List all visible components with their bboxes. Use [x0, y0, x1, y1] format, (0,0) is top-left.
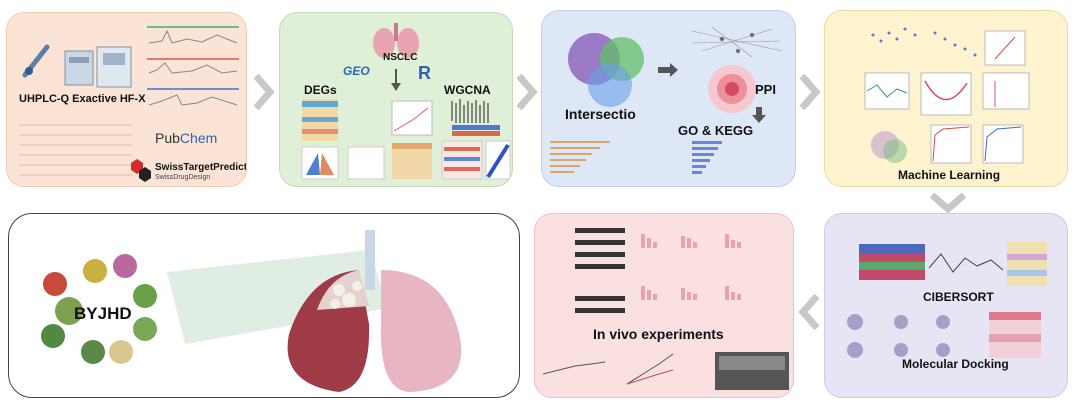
panel-disease-targets: NSCLC GEO R DEGs WGCNA	[279, 12, 513, 187]
venn-diagram	[568, 33, 644, 107]
go-kegg-label: GO & KEGG	[678, 123, 754, 138]
swissdrugdesign-label: SwissDrugDesign	[155, 174, 211, 181]
tumor-cluster	[330, 281, 362, 309]
nsclc-label: NSCLC	[383, 52, 418, 63]
panel5-graphics	[847, 242, 1047, 358]
lasso-plot	[871, 27, 917, 43]
arrow-down	[929, 192, 967, 214]
chromatogram-plots	[147, 26, 239, 106]
panel2-graphics	[301, 23, 511, 180]
panel-machine-learning: Machine Learning	[824, 10, 1068, 187]
scatter-correlation	[485, 140, 511, 180]
volcano-plot	[301, 146, 339, 180]
degs-label: DEGs	[304, 83, 337, 97]
cibersort-heatmap	[859, 244, 925, 280]
swisstarget-label: SwissTargetPrediction	[155, 162, 247, 173]
panel1-graphics	[19, 26, 239, 182]
panel3-graphics	[550, 26, 783, 174]
r-logo: R	[418, 63, 431, 83]
mass-spectrometer-icon	[64, 46, 132, 88]
herb-icon	[81, 340, 105, 364]
panel7-graphics	[41, 230, 462, 392]
down-arrow-icon	[391, 69, 401, 91]
pipette-icon	[22, 44, 50, 78]
panel-network-analysis: Intersectio PPI GO & KEGG	[541, 10, 796, 187]
machine-learning-label: Machine Learning	[898, 168, 1001, 182]
panel-immune-docking: CIBERSORT Molecular Docking	[824, 213, 1068, 398]
panel4-graphics	[864, 27, 1030, 164]
arrow-right-2	[516, 73, 538, 111]
wgcna-dendrogram	[451, 99, 489, 123]
panel-in-vivo: In vivo experiments	[534, 213, 794, 398]
western-blot	[575, 228, 625, 313]
arrow-left	[798, 293, 820, 331]
molecular-docking-label: Molecular Docking	[902, 357, 1009, 371]
lung-icon	[373, 23, 419, 58]
herb-icon	[109, 340, 133, 364]
go-kegg-bars	[692, 141, 722, 174]
panel-herbal-lung: BYJHD	[8, 213, 520, 398]
pubchem-pub-text: Pub	[155, 130, 180, 146]
intersection-label: Intersectio	[565, 106, 636, 122]
swisstarget-logo-icon	[131, 159, 151, 182]
network-graph	[691, 26, 783, 58]
herb-icon	[133, 284, 157, 308]
ppi-label: PPI	[755, 82, 776, 97]
enrichment-bars	[550, 141, 610, 173]
panel-compound-identification: UHPLC-Q Exactive HF-X PubChem SwissTarge…	[6, 12, 247, 187]
herb-icon	[41, 324, 65, 348]
lung-right-healthy	[380, 270, 462, 392]
right-arrow-icon	[658, 63, 678, 77]
instrument-label: UHPLC-Q Exactive HF-X	[19, 93, 146, 105]
down-arrow-icon-2	[752, 107, 766, 123]
correlation-matrix	[1007, 242, 1047, 286]
svm-curve	[920, 72, 972, 116]
bar-charts-grid	[641, 234, 741, 300]
herb-icon	[83, 259, 107, 283]
herb-icon	[133, 317, 157, 341]
herb-icon	[113, 254, 137, 278]
geo-logo: GEO	[343, 64, 370, 78]
growth-curves	[542, 353, 674, 385]
cv-plot	[933, 31, 977, 57]
wgcna-label: WGCNA	[444, 83, 491, 97]
cibersort-label: CIBERSORT	[923, 290, 994, 304]
arrow-right-1	[253, 73, 275, 111]
herb-ring	[41, 254, 157, 364]
trachea	[365, 230, 375, 290]
in-vivo-label: In vivo experiments	[593, 326, 724, 342]
panel6-graphics	[542, 228, 789, 390]
herb-flow-band	[167, 250, 389, 344]
docking-structures	[847, 314, 950, 358]
herb-icon	[43, 272, 67, 296]
roc-curves	[930, 124, 1024, 164]
byjhd-label: BYJHD	[74, 304, 132, 323]
herb-icon	[55, 297, 83, 325]
pubchem-logo: PubChem	[155, 130, 217, 146]
arrow-right-3	[799, 73, 821, 111]
pubchem-chem-text: Chem	[179, 130, 218, 146]
ppi-network	[708, 65, 756, 113]
